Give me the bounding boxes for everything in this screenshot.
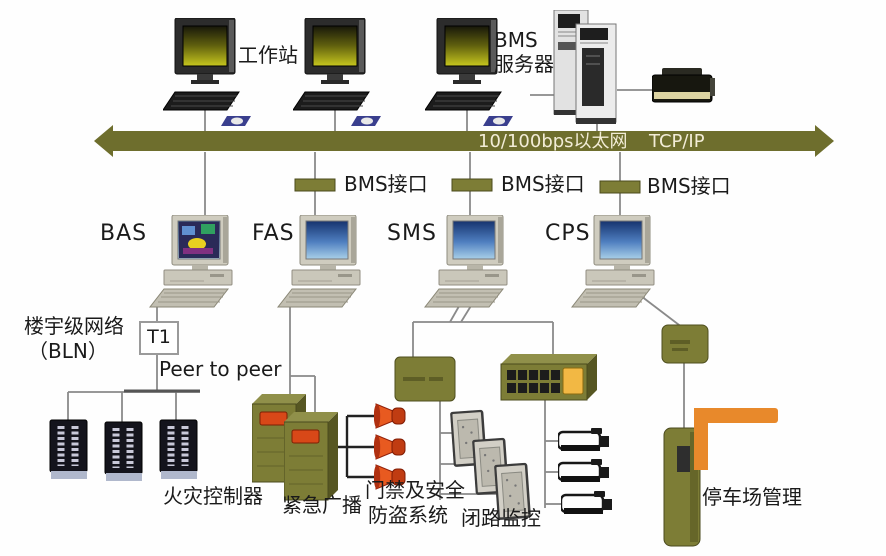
parking-label: 停车场管理 — [702, 485, 802, 509]
horn-speaker-1-icon — [374, 404, 405, 428]
parking-barrier-icon — [663, 408, 778, 547]
bas-label: BAS — [100, 221, 148, 246]
speaker-lines — [329, 414, 376, 479]
bas-screen-graphics — [179, 222, 219, 258]
fire-controller-3-icon — [160, 420, 197, 479]
bms-interface-box-1 — [294, 178, 336, 192]
horn-speaker-2-icon — [374, 435, 405, 459]
access-control-panel-icon — [394, 356, 456, 402]
fire-controller-label: 火灾控制器 — [163, 484, 263, 508]
bln-label-line1: 楼宇级网络 — [24, 314, 124, 338]
cctv-camera-1-icon — [558, 428, 609, 451]
parking-controller-icon — [661, 324, 709, 364]
workstation-label: 工作站 — [238, 43, 298, 67]
bms-interface-box-2 — [451, 178, 493, 192]
bms-interface-label-1: BMS接口 — [344, 172, 428, 196]
peer-to-peer-label: Peer to peer — [159, 357, 282, 381]
cctv-camera-2-icon — [558, 459, 609, 482]
broadcast-label: 紧急广播 — [282, 493, 362, 517]
server-label-line1: BMS — [494, 28, 538, 52]
access-label-line1: 门禁及安全 — [365, 478, 465, 502]
video-matrix-switcher-icon — [500, 354, 597, 401]
t1-box — [139, 321, 179, 355]
fire-controller-1-icon — [50, 420, 87, 479]
cctv-label: 闭路监控 — [461, 506, 541, 530]
fire-controller-2-icon — [105, 422, 142, 481]
access-label-line2: 防盗系统 — [368, 503, 448, 527]
bus-arrow-left-icon — [94, 125, 113, 157]
bus-ethernet-label: 10/100bps以太网 — [478, 131, 628, 152]
cctv-camera-3-icon — [561, 491, 612, 514]
bus-arrow-right-icon — [815, 125, 834, 157]
bms-interface-label-2: BMS接口 — [501, 172, 585, 196]
ethernet-bus — [94, 125, 834, 157]
cps-label: CPS — [545, 221, 591, 246]
bms-interface-label-3: BMS接口 — [647, 174, 731, 198]
bms-server-towers-icon — [554, 10, 616, 124]
bln-label-line2: （BLN） — [28, 339, 108, 363]
broadcast-cabinet-2-icon — [284, 412, 338, 500]
printer-icon — [652, 68, 715, 102]
bus-protocol-label: TCP/IP — [649, 131, 705, 152]
bms-interface-box-3 — [599, 180, 641, 194]
sms-computer-icon — [425, 215, 507, 307]
fas-label: FAS — [252, 221, 295, 246]
workstation-2-icon — [293, 18, 381, 126]
sms-label: SMS — [387, 221, 437, 246]
workstation-1-icon — [163, 18, 251, 126]
t1-label: T1 — [147, 326, 171, 348]
server-label-line2: 服务器 — [494, 52, 554, 76]
